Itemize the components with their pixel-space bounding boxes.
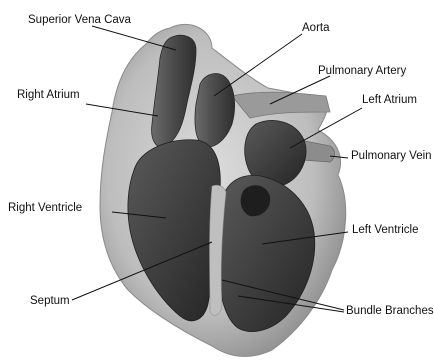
- label-pulmonary-artery: Pulmonary Artery: [318, 65, 406, 77]
- label-septum: Septum: [30, 295, 70, 307]
- label-aorta: Aorta: [302, 22, 330, 34]
- label-pulmonary-vein: Pulmonary Vein: [351, 150, 432, 162]
- label-bundle-branches: Bundle Branches: [346, 305, 434, 317]
- label-left-atrium: Left Atrium: [362, 94, 417, 106]
- label-left-ventricle: Left Ventricle: [352, 224, 418, 236]
- label-right-ventricle: Right Ventricle: [8, 202, 82, 214]
- label-right-atrium: Right Atrium: [17, 89, 80, 101]
- label-superior-vena-cava: Superior Vena Cava: [28, 14, 132, 26]
